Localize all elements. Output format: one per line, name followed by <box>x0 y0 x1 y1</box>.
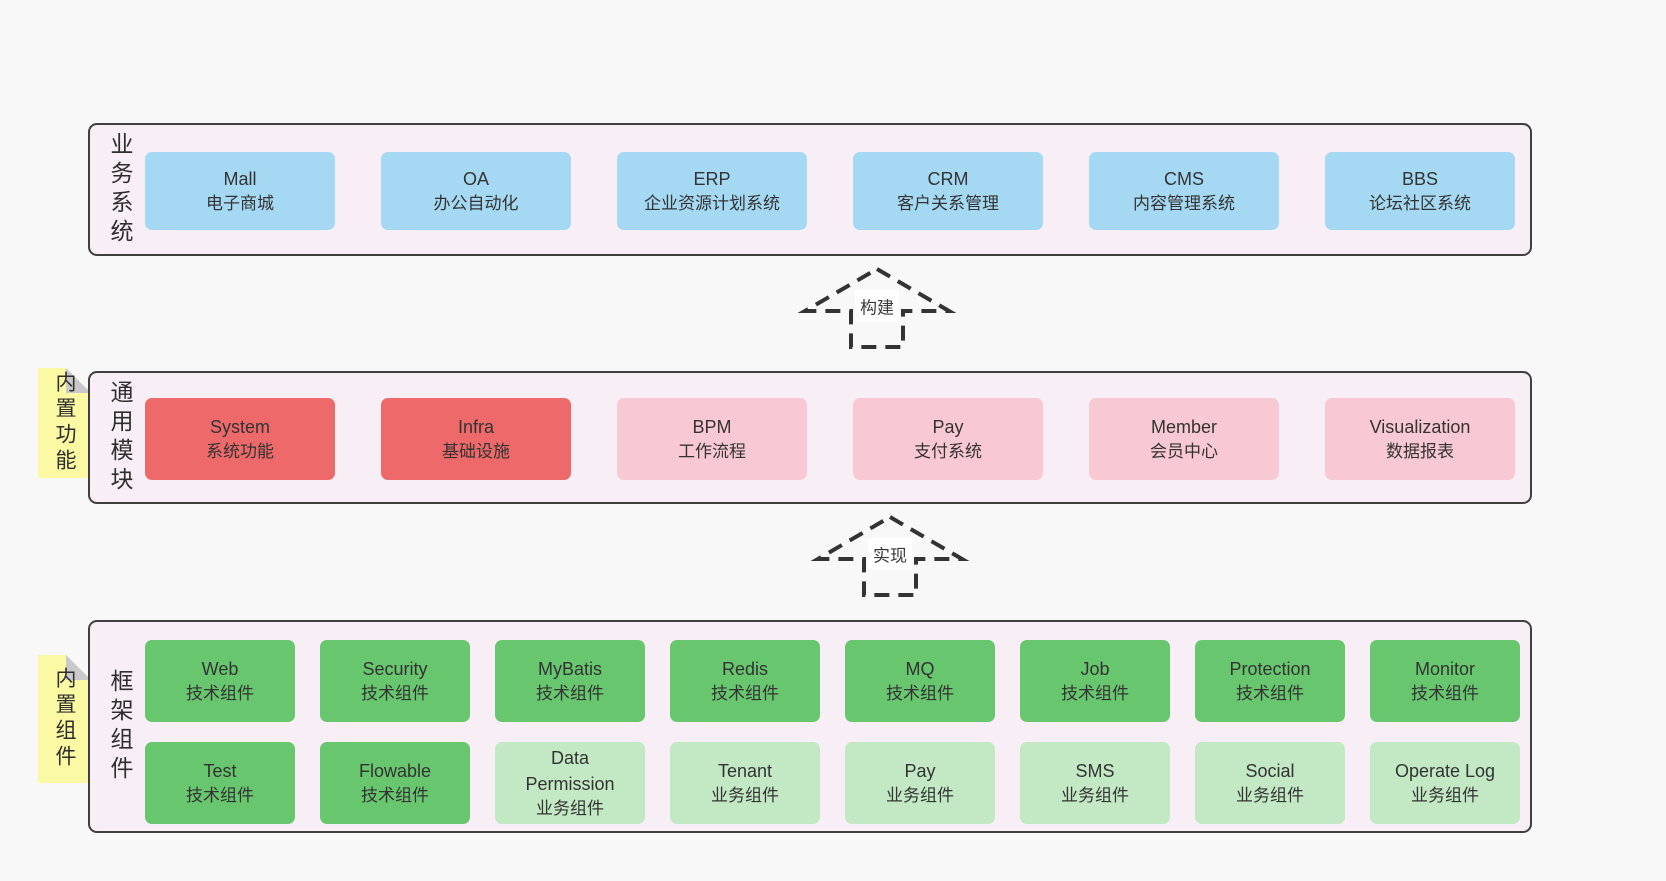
panel-label-business-systems: 业务系统 <box>107 131 133 248</box>
framework-components-row-2: Test 技术组件 Flowable 技术组件 Data Permission … <box>145 742 1520 824</box>
box-mybatis: MyBatis 技术组件 <box>495 640 645 722</box>
framework-components-row-1: Web 技术组件 Security 技术组件 MyBatis 技术组件 Redi… <box>145 640 1520 722</box>
box-web: Web 技术组件 <box>145 640 295 722</box>
box-pay-biz: Pay 业务组件 <box>845 742 995 824</box>
box-operate-log: Operate Log 业务组件 <box>1370 742 1520 824</box>
box-member: Member 会员中心 <box>1089 398 1279 480</box>
box-security: Security 技术组件 <box>320 640 470 722</box>
box-redis: Redis 技术组件 <box>670 640 820 722</box>
box-visualization: Visualization 数据报表 <box>1325 398 1515 480</box>
box-job: Job 技术组件 <box>1020 640 1170 722</box>
dashed-up-arrow-icon <box>810 514 970 597</box>
box-system: System 系统功能 <box>145 398 335 480</box>
dashed-up-arrow-icon <box>797 266 957 349</box>
sticky-label: 内置组件 <box>53 667 76 771</box>
arrow-label: 构建 <box>855 290 899 322</box>
arrow-label: 实现 <box>868 538 912 570</box>
box-pay: Pay 支付系统 <box>853 398 1043 480</box>
panel-label-common-modules: 通用模块 <box>107 379 133 496</box>
sticky-label: 内置功能 <box>53 371 76 475</box>
box-protection: Protection 技术组件 <box>1195 640 1345 722</box>
box-test: Test 技术组件 <box>145 742 295 824</box>
box-mq: MQ 技术组件 <box>845 640 995 722</box>
box-bpm: BPM 工作流程 <box>617 398 807 480</box>
box-cms: CMS 内容管理系统 <box>1089 152 1279 230</box>
box-sms: SMS 业务组件 <box>1020 742 1170 824</box>
box-data-permission: Data Permission 业务组件 <box>495 742 645 824</box>
box-oa: OA 办公自动化 <box>381 152 571 230</box>
box-mall: Mall 电子商城 <box>145 152 335 230</box>
business-systems-row: Mall 电子商城 OA 办公自动化 ERP 企业资源计划系统 CRM 客户关系… <box>145 152 1515 230</box>
framework-components-panel: 框架组件 Web 技术组件 Security 技术组件 MyBatis 技术组件… <box>88 620 1532 833</box>
arrow-build: 构建 <box>797 266 957 350</box>
sticky-note-builtin-features: 内置功能 <box>38 368 91 478</box>
box-crm: CRM 客户关系管理 <box>853 152 1043 230</box>
arrow-implement: 实现 <box>810 514 970 598</box>
box-erp: ERP 企业资源计划系统 <box>617 152 807 230</box>
business-systems-panel: 业务系统 Mall 电子商城 OA 办公自动化 ERP 企业资源计划系统 CRM… <box>88 123 1532 256</box>
common-modules-panel: 通用模块 System 系统功能 Infra 基础设施 BPM 工作流程 Pay… <box>88 371 1532 504</box>
box-social: Social 业务组件 <box>1195 742 1345 824</box>
common-modules-row: System 系统功能 Infra 基础设施 BPM 工作流程 Pay 支付系统… <box>145 398 1515 480</box>
box-flowable: Flowable 技术组件 <box>320 742 470 824</box>
panel-label-framework-components: 框架组件 <box>107 668 133 785</box>
box-infra: Infra 基础设施 <box>381 398 571 480</box>
sticky-note-builtin-components: 内置组件 <box>38 655 91 783</box>
box-monitor: Monitor 技术组件 <box>1370 640 1520 722</box>
box-tenant: Tenant 业务组件 <box>670 742 820 824</box>
box-bbs: BBS 论坛社区系统 <box>1325 152 1515 230</box>
